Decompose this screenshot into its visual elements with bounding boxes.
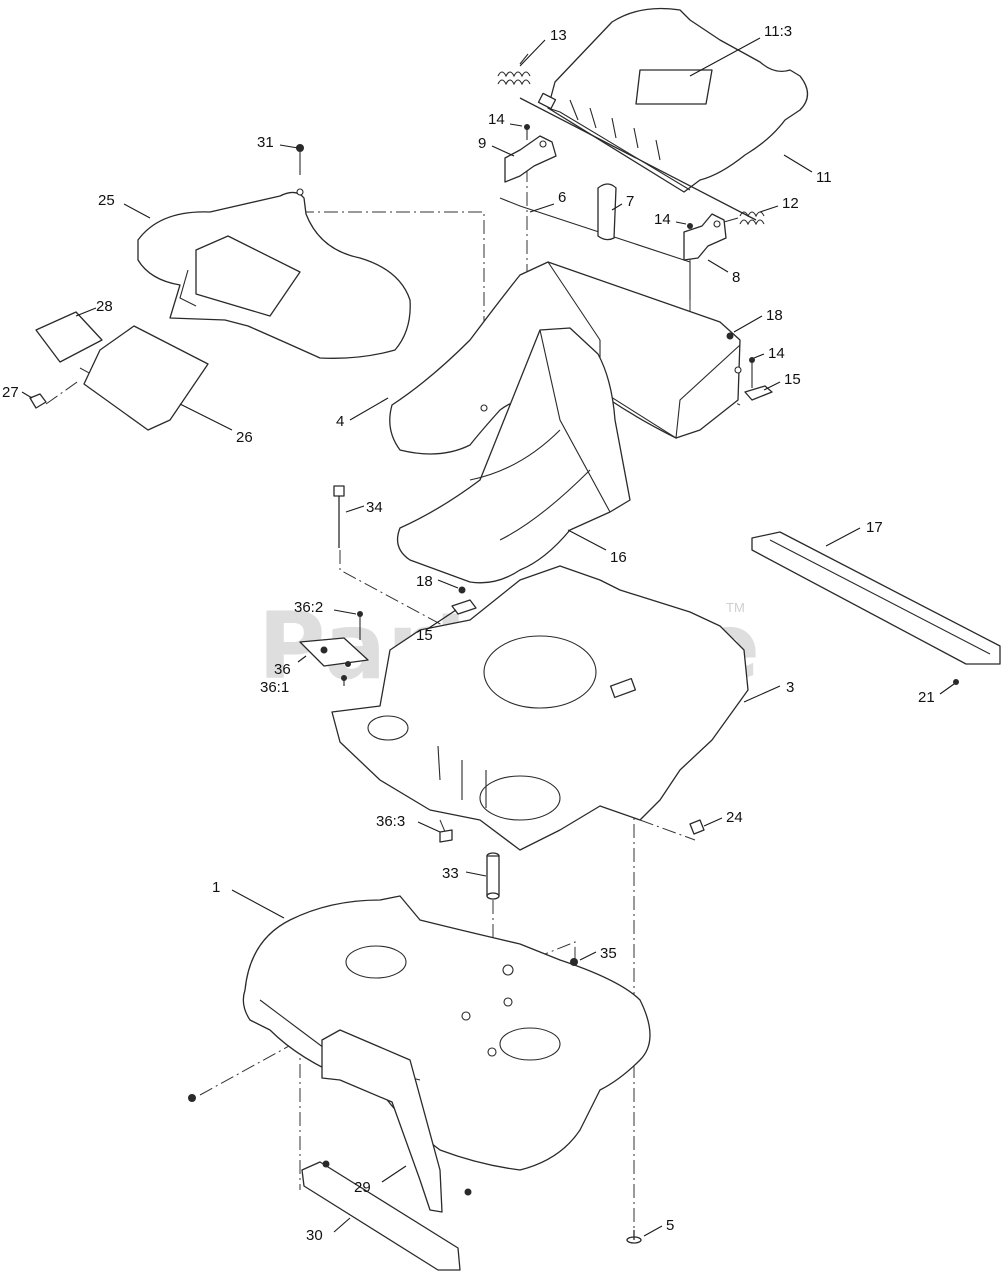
callout-33: 33 — [442, 865, 459, 882]
frame-hole-large — [483, 635, 597, 709]
alignment-line-35 — [534, 941, 576, 960]
hardware-36-2 — [357, 611, 363, 640]
callout-12: 12 — [782, 195, 799, 212]
callout-35: 35 — [600, 945, 617, 962]
part-28-decal — [35, 311, 103, 363]
callout-30: 30 — [306, 1227, 323, 1244]
callout-21: 21 — [918, 689, 935, 706]
callout-4: 4 — [336, 413, 344, 430]
part-25-fender-cover — [137, 188, 411, 359]
part-29-bracket — [321, 1029, 472, 1213]
callout-15b: 15 — [416, 627, 433, 644]
leader-lines — [21, 37, 955, 1237]
callout-5: 5 — [666, 1217, 674, 1234]
callout-18b: 18 — [416, 573, 433, 590]
callout-27: 27 — [2, 384, 19, 401]
callout-14a: 14 — [488, 111, 505, 128]
part-1-deck — [242, 895, 651, 1171]
hardware-14c — [749, 357, 755, 388]
callout-34: 34 — [366, 499, 383, 516]
part-8-bracket — [683, 213, 727, 261]
part-26-plate — [83, 325, 209, 431]
hardware-5-bolt — [626, 1230, 642, 1244]
frame-hole-small — [479, 775, 561, 821]
part-7-pad — [597, 183, 617, 241]
callout-9: 9 — [478, 135, 486, 152]
alignment-line-27 — [45, 379, 81, 405]
part-11-seat-cover — [519, 7, 809, 221]
hardware-35 — [570, 958, 578, 966]
part-3-frame — [331, 565, 749, 851]
callout-36-3: 36:3 — [376, 813, 405, 830]
callout-14b: 14 — [654, 211, 671, 228]
hardware-31 — [296, 144, 304, 175]
callout-36-1: 36:1 — [260, 679, 289, 696]
callout-11-3: 11:3 — [764, 23, 792, 40]
part-36-plate — [299, 637, 369, 686]
callout-31: 31 — [257, 134, 274, 151]
callout-29: 29 — [354, 1179, 371, 1196]
part-9-bracket — [504, 124, 557, 183]
watermark-tm: TM — [726, 600, 745, 615]
callout-16: 16 — [610, 549, 627, 566]
part-27-nut — [29, 393, 47, 409]
callout-28: 28 — [96, 298, 113, 315]
callout-26: 26 — [236, 429, 253, 446]
alignment-line-24 — [639, 819, 696, 841]
hardware-18b-15b — [451, 586, 477, 615]
alignment-line-bolt-left — [199, 1039, 301, 1096]
part-33-spacer — [486, 852, 500, 900]
callout-7: 7 — [626, 193, 634, 210]
callout-17: 17 — [866, 519, 883, 536]
callout-18a: 18 — [766, 307, 783, 324]
callout-36: 36 — [274, 661, 291, 678]
deck-hole-bottom — [499, 1027, 561, 1061]
hinge-rod — [519, 97, 757, 221]
deck-hole-top — [345, 945, 407, 979]
callout-6: 6 — [558, 189, 566, 206]
part-30-bracket — [301, 1160, 461, 1271]
callout-3: 3 — [786, 679, 794, 696]
callout-24: 24 — [726, 809, 743, 826]
alignment-line-28 — [79, 367, 121, 391]
part-16-seat-base — [396, 327, 631, 584]
hardware-bolt-left — [188, 1094, 196, 1102]
hardware-36-3-nut — [439, 829, 453, 843]
callout-13: 13 — [550, 27, 567, 44]
callout-labels: 13 11:3 31 14 9 11 25 6 7 12 14 8 28 18 … — [2, 23, 935, 1244]
callout-36-2: 36:2 — [294, 599, 323, 616]
part-17-armrest — [751, 531, 1001, 665]
callout-14c: 14 — [768, 345, 785, 362]
hardware-34-bolt — [333, 485, 345, 548]
alignment-line-34 — [339, 550, 471, 641]
callout-1: 1 — [212, 879, 220, 896]
hardware-18a — [726, 332, 734, 340]
callout-15a: 15 — [784, 371, 801, 388]
part-13-spring — [497, 53, 531, 86]
callout-11: 11 — [816, 169, 832, 186]
callout-25: 25 — [98, 192, 115, 209]
hardware-24-nut — [689, 819, 705, 835]
callout-8: 8 — [732, 269, 740, 286]
hardware-21 — [953, 679, 959, 685]
